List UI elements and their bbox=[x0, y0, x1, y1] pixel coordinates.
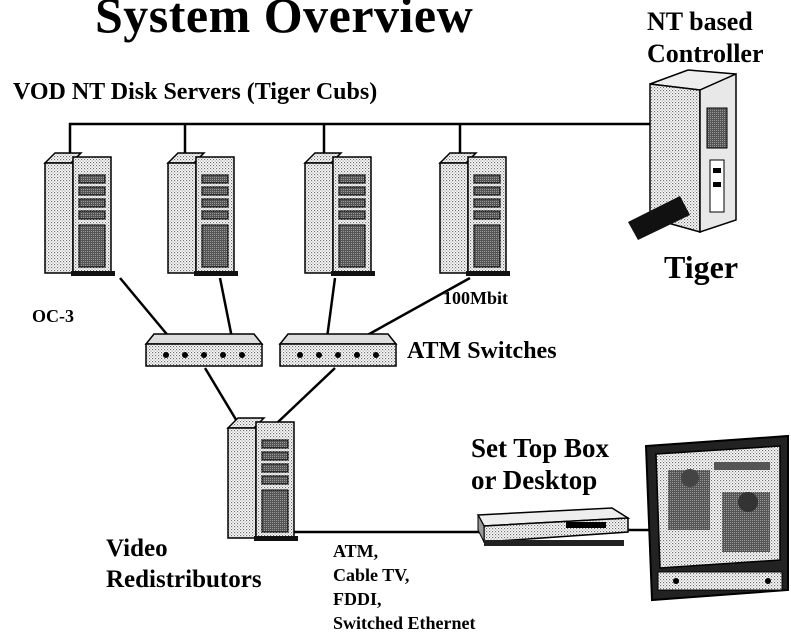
controller-icon bbox=[628, 69, 737, 240]
page-title: System Overview bbox=[95, 0, 474, 43]
100mbit-label: 100Mbit bbox=[443, 288, 508, 308]
disk-server-icon bbox=[439, 152, 511, 277]
oc3-label: OC-3 bbox=[32, 306, 74, 326]
oc3-link bbox=[119, 277, 171, 339]
network-types-label: ATM, Cable TV, FDDI, Switched Ethernet bbox=[333, 541, 476, 633]
100mbit-link bbox=[361, 276, 471, 340]
video-redistributor-icon bbox=[227, 417, 299, 542]
disk-server-icon bbox=[44, 152, 116, 277]
set-top-box-icon bbox=[476, 507, 631, 546]
video-redistributors-label: Video Redistributors bbox=[106, 535, 262, 593]
controller-label: NT based Controller bbox=[647, 7, 764, 68]
atm-switches-label: ATM Switches bbox=[407, 338, 557, 364]
disk-server-icon bbox=[304, 152, 376, 277]
atm-switch-icon bbox=[279, 333, 397, 367]
disk-servers-label: VOD NT Disk Servers (Tiger Cubs) bbox=[13, 79, 378, 105]
tv-monitor-icon bbox=[644, 434, 789, 602]
tiger-label: Tiger bbox=[664, 249, 739, 285]
disk-server-icon bbox=[167, 152, 239, 277]
set-top-box-label: Set Top Box or Desktop bbox=[471, 433, 610, 495]
controller-bus-line bbox=[68, 122, 660, 160]
atm-switch-icon bbox=[145, 333, 263, 367]
